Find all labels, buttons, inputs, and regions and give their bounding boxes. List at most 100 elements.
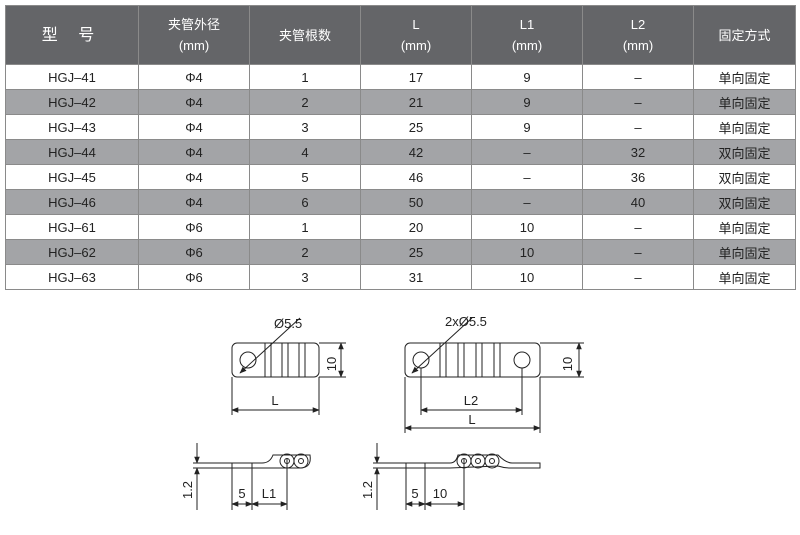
double-inner-dimension: L2 [464,393,478,408]
cell-tube-count: 4 [249,139,361,165]
spec-table: 型 号 夹管外径(mm) 夹管根数 L(mm) L1(mm) L2(mm) 固定… [5,5,796,290]
cell-model: HGJ–42 [5,89,139,115]
cell-l2: 40 [582,189,694,215]
cell-length: 17 [360,64,472,90]
cell-length: 21 [360,89,472,115]
header-model: 型 号 [5,5,139,65]
cell-length: 50 [360,189,472,215]
cell-tube-count: 1 [249,64,361,90]
cell-model: HGJ–61 [5,214,139,240]
cell-model: HGJ–45 [5,164,139,190]
single-hole-dimension: Ø5.5 [274,316,302,331]
side-left-pitch: L1 [262,486,276,501]
table-header-row: 型 号 夹管外径(mm) 夹管根数 L(mm) L1(mm) L2(mm) 固定… [5,5,796,65]
cell-fixing-method: 单向固定 [693,264,796,290]
double-clamp-body [404,342,541,378]
double-hole-dimension: 2xØ5.5 [445,314,487,329]
cell-model: HGJ–63 [5,264,139,290]
cell-model: HGJ–43 [5,114,139,140]
cell-model: HGJ–62 [5,239,139,265]
cell-model: HGJ–44 [5,139,139,165]
single-clamp-side-view [193,443,311,510]
cell-length: 25 [360,239,472,265]
header-length: L(mm) [360,5,472,65]
double-clamp-side-view [373,443,541,510]
side-left-thickness: 1.2 [180,481,195,499]
single-clamp-top-view [231,317,346,415]
cell-fixing-method: 双向固定 [693,189,796,215]
cell-l1: 9 [471,64,583,90]
cell-l1: 10 [471,214,583,240]
cell-l1: 9 [471,114,583,140]
cell-l1: 10 [471,239,583,265]
cell-fixing-method: 双向固定 [693,139,796,165]
header-l1: L1(mm) [471,5,583,65]
cell-tube-count: 2 [249,239,361,265]
header-fixing-method: 固定方式 [693,5,796,65]
cell-tube-count: 1 [249,214,361,240]
cell-length: 46 [360,164,472,190]
side-left-offset: 5 [238,486,245,501]
single-length-dimension: L [271,393,278,408]
cell-tube-count: 3 [249,114,361,140]
cell-outer-diameter: Φ4 [138,189,250,215]
header-tube-count: 夹管根数 [249,5,361,65]
single-clamp-hole [239,351,257,369]
double-length-dimension: L [468,412,475,427]
cell-l2: 32 [582,139,694,165]
cell-l1: – [471,139,583,165]
cell-tube-count: 2 [249,89,361,115]
cell-l2: – [582,264,694,290]
side-right-tube-3 [484,453,500,469]
cell-length: 20 [360,214,472,240]
header-outer-diameter: 夹管外径(mm) [138,5,250,65]
side-right-offset: 5 [411,486,418,501]
cell-l2: – [582,239,694,265]
cell-l2: – [582,64,694,90]
single-height-dimension: 10 [324,357,339,371]
header-l2: L2(mm) [582,5,694,65]
cell-l2: 36 [582,164,694,190]
cell-outer-diameter: Φ6 [138,239,250,265]
single-clamp-body [231,342,320,378]
cell-tube-count: 3 [249,264,361,290]
double-height-dimension: 10 [560,357,575,371]
cell-outer-diameter: Φ6 [138,214,250,240]
cell-model: HGJ–46 [5,189,139,215]
cell-tube-count: 5 [249,164,361,190]
cell-outer-diameter: Φ4 [138,114,250,140]
double-clamp-right-hole [513,351,531,369]
cell-outer-diameter: Φ4 [138,89,250,115]
side-right-tube-2 [470,453,486,469]
cell-outer-diameter: Φ6 [138,264,250,290]
cell-tube-count: 6 [249,189,361,215]
cell-l2: – [582,214,694,240]
cell-outer-diameter: Φ4 [138,164,250,190]
cell-fixing-method: 双向固定 [693,164,796,190]
cell-l1: 10 [471,264,583,290]
cell-outer-diameter: Φ4 [138,139,250,165]
cell-length: 25 [360,114,472,140]
cell-fixing-method: 单向固定 [693,89,796,115]
cell-fixing-method: 单向固定 [693,114,796,140]
side-left-tube-2 [293,453,309,469]
cell-l1: – [471,164,583,190]
cell-l1: – [471,189,583,215]
cell-model: HGJ–41 [5,64,139,90]
cell-l2: – [582,89,694,115]
cell-l2: – [582,114,694,140]
side-right-thickness: 1.2 [360,481,375,499]
side-right-pitch: 10 [433,486,447,501]
cell-l1: 9 [471,89,583,115]
cell-outer-diameter: Φ4 [138,64,250,90]
cell-length: 31 [360,264,472,290]
